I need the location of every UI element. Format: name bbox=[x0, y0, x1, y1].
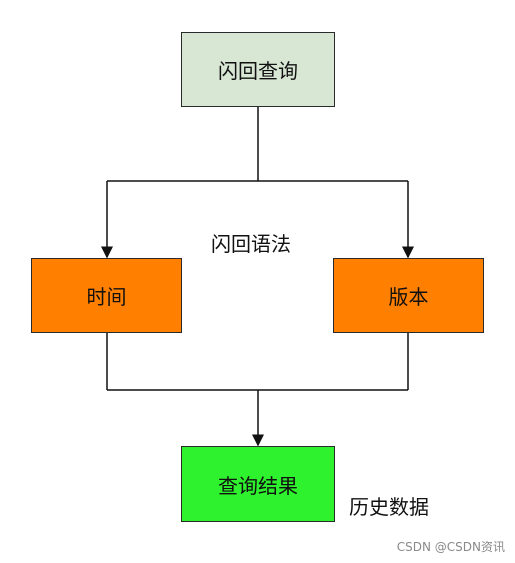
history-data-label: 历史数据 bbox=[349, 495, 429, 519]
node-time-label: 时间 bbox=[86, 285, 127, 309]
node-query-result-label: 查询结果 bbox=[218, 473, 298, 498]
node-version: 版本 bbox=[333, 258, 484, 333]
node-query-result: 查询结果 bbox=[181, 446, 335, 522]
node-flashback-query: 闪回查询 bbox=[181, 32, 335, 107]
flashback-syntax-label: 闪回语法 bbox=[211, 232, 291, 256]
node-version-label: 版本 bbox=[388, 285, 429, 309]
watermark: CSDN @CSDN资讯 bbox=[396, 540, 505, 554]
node-time: 时间 bbox=[31, 258, 182, 333]
node-flashback-query-label: 闪回查询 bbox=[218, 59, 298, 83]
